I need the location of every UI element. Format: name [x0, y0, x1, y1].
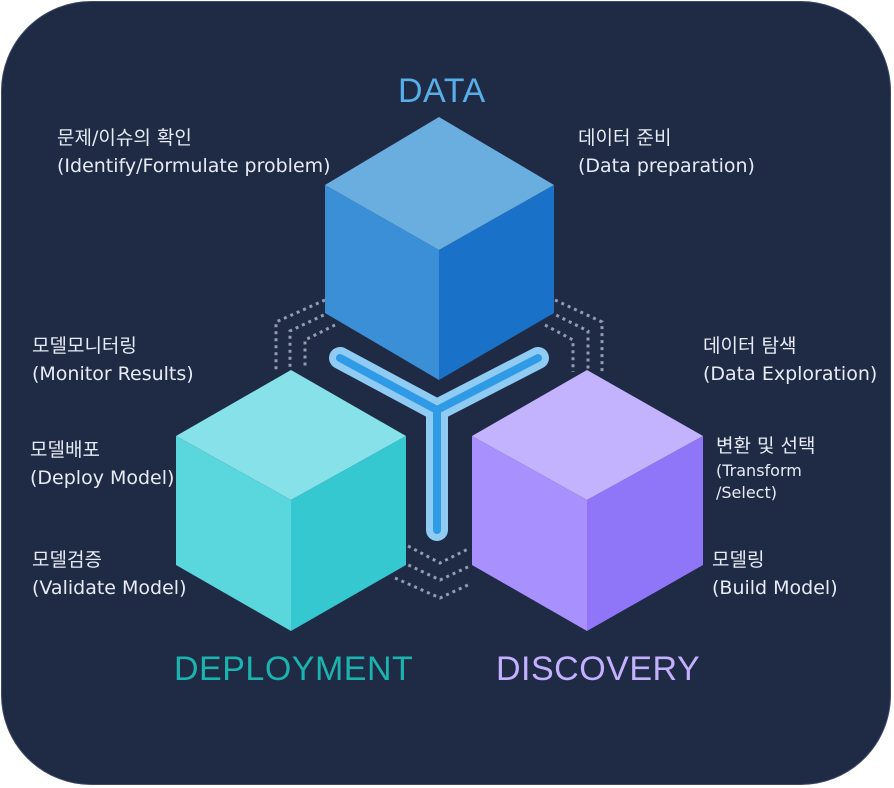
monitor-results-ko: 모델모니터링	[32, 335, 137, 357]
validate-model-ko: 모델검증	[32, 549, 102, 571]
data-exploration-label: 데이터 탐색 (Data Exploration)	[703, 332, 877, 388]
validate-model-en: (Validate Model)	[32, 577, 187, 599]
discovery-cube-left	[472, 436, 587, 631]
build-model-en: (Build Model)	[712, 577, 838, 599]
deployment-heading: DEPLOYMENT	[174, 650, 414, 688]
dotted-hexagon-outlines	[274, 298, 604, 600]
deployment-cube	[176, 370, 406, 631]
data-preparation-en: (Data preparation)	[578, 155, 755, 177]
data-exploration-en: (Data Exploration)	[703, 363, 878, 385]
y-connector	[329, 347, 549, 541]
deployment-cube-right	[291, 436, 406, 631]
build-model-ko: 모델링	[712, 549, 765, 571]
data-preparation-ko: 데이터 준비	[578, 127, 672, 149]
deploy-model-en: (Deploy Model)	[30, 467, 175, 489]
data-cube-left	[325, 185, 439, 380]
data-cube-top	[325, 117, 554, 250]
deployment-cube-left	[176, 436, 291, 631]
discovery-cube-right	[587, 436, 703, 631]
data-cube	[325, 117, 554, 380]
identify-problem-label: 문제/이슈의 확인 (Identify/Formulate problem)	[57, 124, 331, 180]
validate-model-label: 모델검증 (Validate Model)	[32, 546, 186, 602]
data-exploration-ko: 데이터 탐색	[703, 335, 797, 357]
deploy-model-ko: 모델배포	[30, 439, 100, 461]
deployment-cube-top	[176, 370, 406, 500]
monitor-results-label: 모델모니터링 (Monitor Results)	[32, 332, 194, 388]
transform-select-en-line2: /Select)	[716, 483, 777, 502]
data-preparation-label: 데이터 준비 (Data preparation)	[578, 124, 755, 180]
transform-select-label: 변환 및 선택 (Transform /Select)	[716, 432, 815, 504]
transform-select-en-line1: (Transform	[716, 461, 802, 480]
transform-select-ko: 변환 및 선택	[716, 435, 816, 457]
identify-problem-ko: 문제/이슈의 확인	[57, 127, 192, 149]
discovery-cube	[472, 370, 703, 631]
discovery-heading: DISCOVERY	[496, 650, 701, 688]
data-cube-right	[439, 185, 554, 380]
data-heading: DATA	[398, 72, 486, 110]
deploy-model-label: 모델배포 (Deploy Model)	[30, 436, 174, 492]
build-model-label: 모델링 (Build Model)	[712, 546, 838, 602]
identify-problem-en: (Identify/Formulate problem)	[57, 155, 331, 177]
discovery-cube-top	[472, 370, 703, 500]
monitor-results-en: (Monitor Results)	[32, 363, 194, 385]
